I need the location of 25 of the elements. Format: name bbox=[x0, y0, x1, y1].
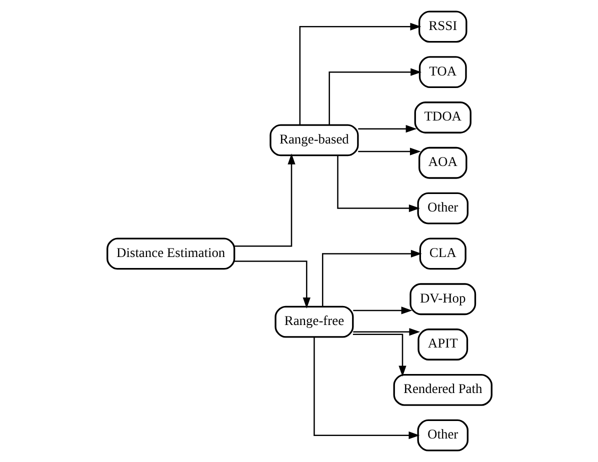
arrow bbox=[358, 125, 416, 133]
arrow bbox=[298, 22, 421, 125]
node-box: TOA bbox=[418, 56, 466, 88]
arrow bbox=[352, 306, 412, 314]
arrow bbox=[358, 148, 420, 156]
arrow bbox=[322, 250, 422, 306]
arrow bbox=[313, 337, 420, 440]
arrow bbox=[234, 260, 310, 308]
node-box: Other bbox=[416, 419, 468, 452]
node-box: DV-Hop bbox=[409, 283, 476, 316]
node-box: RSSI bbox=[418, 10, 467, 43]
arrow bbox=[336, 156, 420, 212]
arrow bbox=[352, 328, 420, 336]
node-box: CLA bbox=[418, 238, 466, 270]
node-box: Rendered Path bbox=[392, 374, 492, 406]
node-box: AOA bbox=[418, 146, 467, 179]
node-box: Range-based bbox=[269, 124, 358, 156]
arrow bbox=[328, 68, 422, 125]
arrow bbox=[352, 334, 406, 377]
node-box: Range-free bbox=[274, 306, 354, 338]
node-box: Distance Estimation bbox=[106, 238, 235, 270]
node-box: TDOA bbox=[414, 102, 471, 134]
node-box: APIT bbox=[417, 328, 468, 360]
node-box: Other bbox=[416, 192, 468, 224]
arrow bbox=[234, 153, 295, 247]
